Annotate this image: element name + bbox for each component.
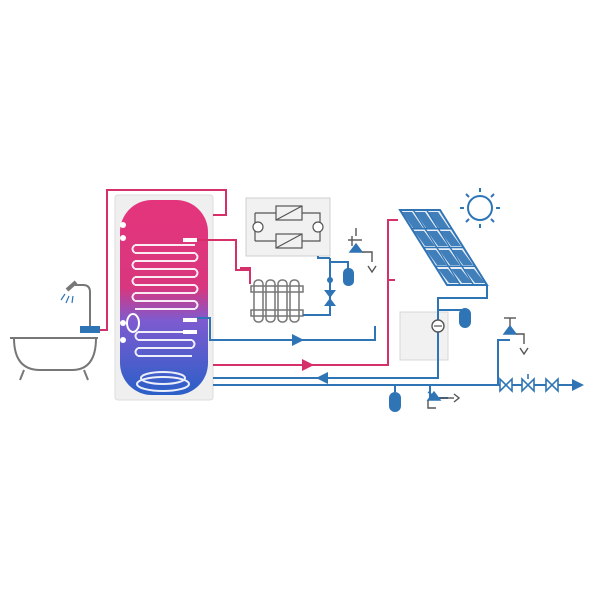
safety-valve-icon xyxy=(426,390,461,409)
pump-icon xyxy=(431,319,445,333)
gate-valve-icon xyxy=(499,374,559,393)
flange-icon xyxy=(126,313,140,333)
radiator-icon xyxy=(250,279,304,323)
safety-valve-icon xyxy=(502,317,529,356)
solar-return-line xyxy=(213,285,488,379)
solar-panel-icon xyxy=(398,209,489,286)
mixer-icon xyxy=(80,326,100,333)
lower-coil xyxy=(134,331,196,392)
sun-icon xyxy=(460,188,500,228)
upper-coil xyxy=(131,244,199,310)
expansion-vessel-icon xyxy=(389,392,401,412)
storage-tank-icon xyxy=(114,194,214,401)
hot-water-line xyxy=(96,189,227,331)
heat-pump-unit-icon xyxy=(245,197,331,257)
safety-valve-icon xyxy=(348,228,377,274)
bathtub-icon xyxy=(10,337,98,381)
three-way-valve-icon xyxy=(324,277,336,306)
cold-water-line xyxy=(213,339,580,399)
solar-station-icon xyxy=(399,311,449,361)
expansion-vessel-icon xyxy=(343,268,354,286)
heating-flow-line xyxy=(197,239,251,284)
shower-head-icon xyxy=(60,280,91,330)
expansion-vessel-icon xyxy=(459,308,471,328)
